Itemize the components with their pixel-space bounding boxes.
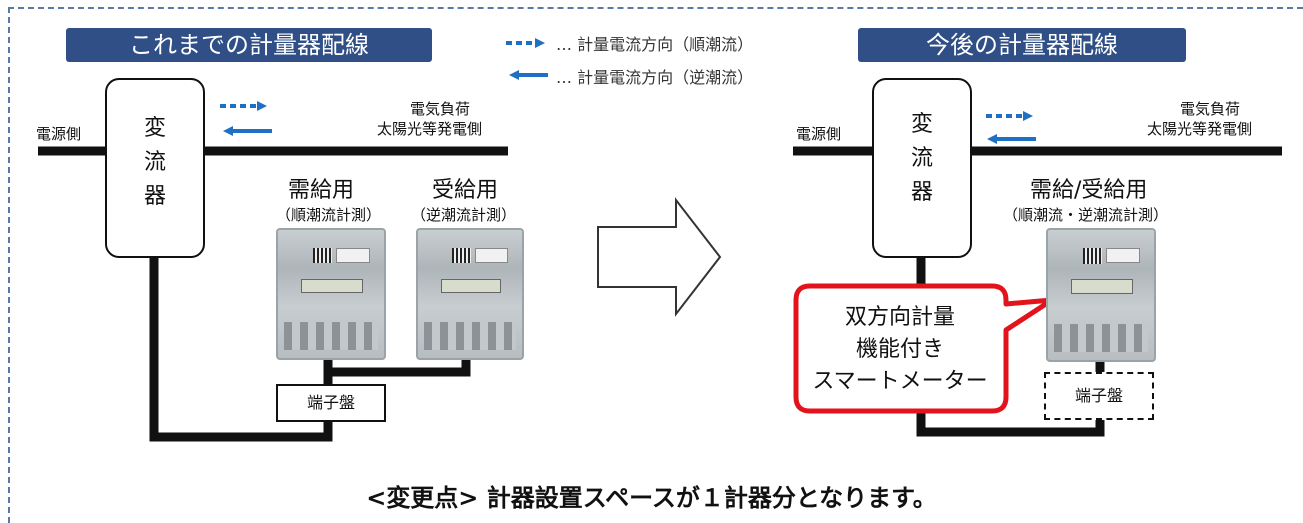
right-ct-char-3: 器 (910, 180, 933, 205)
left-load-label-1: 電気負荷 (410, 100, 471, 118)
left-source-side-label: 電源側 (36, 125, 82, 143)
change-note: <変更点> 計器設置スペースが１計器分となります。 (366, 484, 937, 512)
left-meter2-title: 受給用 (432, 178, 499, 203)
right-header: 今後の計量器配線 (858, 28, 1186, 62)
left-wire-meter2 (332, 357, 471, 377)
left-ct-char-1: 変 (143, 116, 166, 141)
left-wire-bottom (149, 258, 333, 442)
left-current-transformer (105, 78, 205, 258)
right-meter-sub: （順潮流・逆潮流計測） (1003, 206, 1169, 224)
callout-line-1: 双方向計量 (844, 305, 955, 330)
left-demand-meter-image (276, 228, 386, 360)
left-meter1-title: 需給用 (288, 178, 355, 203)
right-current-transformer (872, 78, 972, 258)
right-ct-char-1: 変 (910, 112, 933, 137)
callout-line-3: スマートメーター (812, 369, 988, 394)
diagram-frame (8, 7, 1303, 523)
right-smart-meter-image (1046, 228, 1156, 362)
right-source-side-label: 電源側 (796, 125, 842, 143)
callout-line-2: 機能付き (855, 337, 944, 362)
right-terminal-board: 端子盤 (1044, 372, 1154, 420)
transition-arrow (597, 197, 722, 317)
left-terminal-board: 端子盤 (276, 384, 386, 422)
right-ct-char-2: 流 (910, 146, 933, 171)
legend-reverse-label: … 計量電流方向（逆潮流） (556, 68, 754, 87)
left-meter2-sub: （逆潮流計測） (411, 206, 517, 224)
left-ct-char-3: 器 (143, 184, 166, 209)
left-supply-meter-image (416, 228, 524, 360)
left-header: これまでの計量器配線 (66, 28, 432, 62)
legend-forward-label: … 計量電流方向（順潮流） (556, 35, 754, 54)
smart-meter-callout (793, 283, 1055, 414)
left-ct-char-2: 流 (143, 150, 166, 175)
left-meter1-sub: （順潮流計測） (276, 206, 382, 224)
right-meter-title: 需給/受給用 (1030, 178, 1148, 203)
right-load-label-2: 太陽光等発電側 (1147, 120, 1253, 138)
left-load-label-2: 太陽光等発電側 (377, 120, 483, 138)
right-load-label-1: 電気負荷 (1180, 100, 1241, 118)
